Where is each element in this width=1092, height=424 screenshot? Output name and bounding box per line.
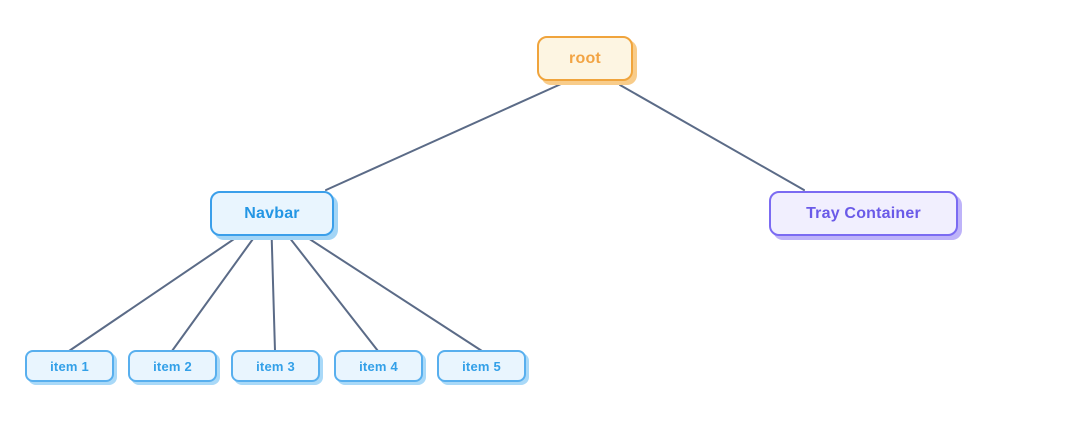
node-item-3[interactable]: item 3	[231, 350, 320, 382]
node-label: item 1	[50, 358, 89, 374]
edge-navbar-item2	[171, 213, 272, 352]
node-tray-container[interactable]: Tray Container	[769, 191, 958, 236]
node-item-4[interactable]: item 4	[334, 350, 423, 382]
edge-navbar-item4	[270, 213, 379, 352]
node-root[interactable]: root	[537, 36, 633, 81]
edge-navbar-item3	[270, 213, 276, 352]
node-item-5[interactable]: item 5	[437, 350, 526, 382]
node-label: item 4	[359, 358, 398, 374]
node-label: item 2	[153, 358, 192, 374]
node-item-2[interactable]: item 2	[128, 350, 217, 382]
node-label: item 3	[256, 358, 295, 374]
edge-root-navbar	[325, 83, 562, 191]
node-label: Tray Container	[806, 204, 921, 222]
node-label: item 5	[462, 358, 501, 374]
edge-navbar-item1	[68, 213, 272, 352]
edge-root-tray	[619, 84, 805, 191]
node-navbar[interactable]: Navbar	[210, 191, 334, 236]
node-label: root	[569, 49, 601, 67]
node-label: Navbar	[244, 204, 300, 222]
node-item-1[interactable]: item 1	[25, 350, 114, 382]
edge-navbar-item5	[270, 213, 483, 352]
